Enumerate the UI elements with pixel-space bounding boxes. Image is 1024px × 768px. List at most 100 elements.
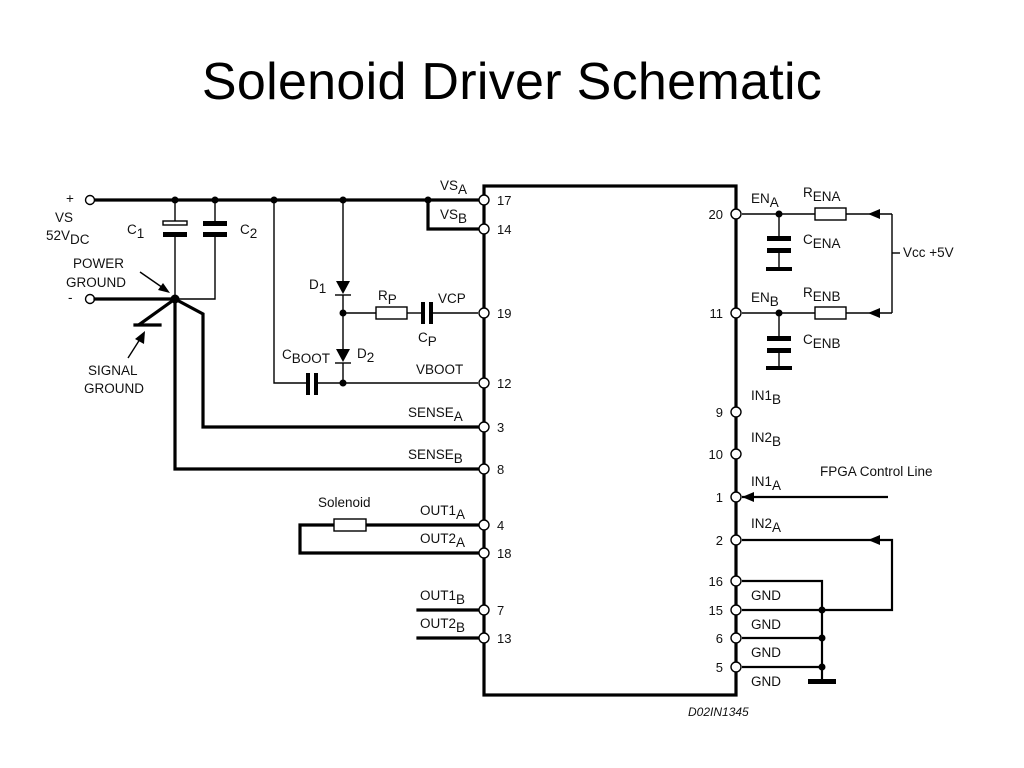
right-pin-circles	[730, 208, 742, 673]
pin-number: 10	[709, 447, 723, 462]
renb-letter: R	[803, 285, 813, 300]
driver-ic-body	[482, 184, 738, 697]
renb-label: RENB	[803, 285, 841, 304]
pin-label-in1b: IN1B	[751, 388, 781, 407]
c1-subscript: 1	[137, 226, 145, 241]
in-wires	[742, 492, 894, 612]
cp-label: CP	[418, 330, 437, 349]
cp-letter: C	[418, 330, 428, 345]
cenb-subscript: ENB	[813, 336, 841, 351]
pin-label-enb: ENB	[751, 290, 779, 309]
power-ground-label-2: GROUND	[66, 275, 126, 290]
d2-subscript: 2	[367, 350, 375, 365]
pin-label-vcp: VCP	[438, 291, 466, 306]
vs-voltage-label: 52VDC	[46, 228, 90, 247]
left-pin-circles	[478, 194, 490, 644]
pin-number: 12	[497, 376, 511, 391]
pin-number: 1	[716, 490, 723, 505]
left-pin-labels: VSA VSB VCP VBOOT SENSEA SENSEB OUT1A OU…	[408, 178, 467, 635]
figure-code: D02IN1345	[688, 705, 749, 719]
pin-label-in2b: IN2B	[751, 430, 781, 449]
pin-label-in2a: IN2A	[751, 516, 781, 535]
power-ground-arrow	[139, 271, 170, 293]
vs-minus-terminal	[84, 293, 96, 305]
capacitor-cboot	[273, 200, 478, 395]
pin-number: 7	[497, 603, 504, 618]
d1-letter: D	[309, 277, 319, 292]
cboot-letter: C	[282, 347, 292, 362]
pin-label-out1a: OUT1A	[420, 503, 465, 522]
d2-label: D2	[357, 346, 374, 365]
cp-subscript: P	[428, 334, 437, 349]
resistor-rp	[343, 306, 421, 320]
en-network	[742, 207, 900, 370]
vs-plus-terminal	[84, 194, 96, 206]
rp-letter: R	[378, 288, 388, 303]
pin-label-sensea: SENSEA	[408, 405, 463, 424]
solenoid	[298, 518, 480, 555]
vs-plus-label: +	[66, 191, 74, 206]
rena-subscript: ENA	[813, 189, 841, 204]
pin-label-vsa: VSA	[440, 178, 467, 197]
pin-label-gnd-15: GND	[751, 617, 781, 632]
signal-ground-label-1: SIGNAL	[88, 363, 138, 378]
c2-letter: C	[240, 222, 250, 237]
pin-number: 4	[497, 518, 504, 533]
signal-ground-arrow	[127, 331, 145, 359]
diode-d1	[335, 200, 351, 317]
rp-label: RP	[378, 288, 397, 307]
pin-label-out1b: OUT1B	[420, 588, 465, 607]
cena-subscript: ENA	[813, 236, 841, 251]
d2-letter: D	[357, 346, 367, 361]
cenb-letter: C	[803, 332, 813, 347]
c2-label: C2	[240, 222, 257, 241]
vs-label: VS	[55, 210, 73, 225]
capacitor-cp	[421, 302, 478, 324]
pin-number: 18	[497, 546, 511, 561]
cboot-subscript: BOOT	[292, 351, 330, 366]
pin-label-in1a: IN1A	[751, 474, 781, 493]
pin-label-gnd-16: GND	[751, 588, 781, 603]
slide-title: Solenoid Driver Schematic	[201, 53, 823, 111]
pin-label-gnd-5: GND	[751, 674, 781, 689]
diode-d2	[335, 313, 351, 387]
signal-ground-symbol	[133, 296, 178, 327]
cenb-label: CENB	[803, 332, 841, 351]
pin-number: 13	[497, 631, 511, 646]
pin-number: 14	[497, 222, 511, 237]
fpga-label: FPGA Control Line	[820, 464, 933, 479]
supply-rail	[88, 196, 486, 231]
gnd-network	[742, 579, 836, 684]
right-pin-numbers: 20 11 9 10 1 2 16 15 6 5	[709, 207, 723, 675]
vcc-label: Vcc +5V	[903, 245, 954, 260]
capacitor-c2	[175, 200, 227, 300]
d1-subscript: 1	[319, 281, 327, 296]
renb-subscript: ENB	[813, 289, 841, 304]
power-ground-label-1: POWER	[73, 256, 124, 271]
pin-label-vsb: VSB	[440, 207, 467, 226]
c1-letter: C	[127, 222, 137, 237]
vs-voltage-value: 52V	[46, 228, 70, 243]
pin-number: 19	[497, 306, 511, 321]
pin-number: 2	[716, 533, 723, 548]
pin-label-vboot: VBOOT	[416, 362, 463, 377]
pin-label-senseb: SENSEB	[408, 447, 463, 466]
capacitor-c1	[162, 200, 188, 299]
pin-label-out2b: OUT2B	[420, 616, 465, 635]
pin-label-out2a: OUT2A	[420, 531, 465, 550]
pin-number: 15	[709, 603, 723, 618]
pin-number: 16	[709, 574, 723, 589]
signal-ground-label-2: GROUND	[84, 381, 144, 396]
d1-label: D1	[309, 277, 326, 296]
pin-number: 8	[497, 462, 504, 477]
rena-letter: R	[803, 185, 813, 200]
vs-voltage-subscript: DC	[70, 232, 90, 247]
power-ground-wire	[93, 294, 180, 304]
sense-wires	[172, 296, 486, 471]
pin-label-ena: ENA	[751, 191, 779, 210]
pin-number: 20	[709, 207, 723, 222]
right-pin-labels: ENA ENB IN1B IN2B IN1A IN2A GND GND GND …	[751, 191, 781, 689]
cena-label: CENA	[803, 232, 841, 251]
pin-number: 17	[497, 193, 511, 208]
